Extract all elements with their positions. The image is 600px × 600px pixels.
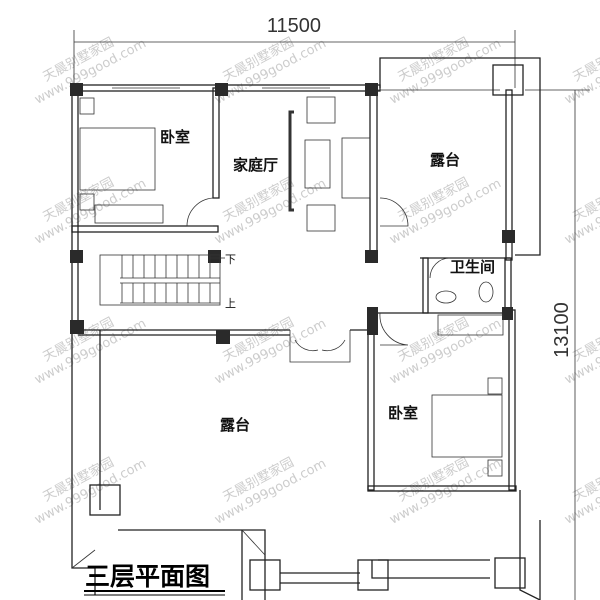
stair-up-label: 上: [225, 297, 236, 310]
watermark: 天晨别墅家园www.999good.com: [24, 161, 148, 247]
watermark: 天晨别墅家园www.999good.com: [24, 301, 148, 387]
dimension-depth: 13100: [525, 89, 590, 600]
watermark: 天晨别墅家园www.999good.com: [554, 441, 600, 527]
watermark: 天晨别墅家园www.999good.com: [379, 21, 503, 107]
stair-down-label: 下: [225, 253, 236, 266]
room-label-bedroom-top: 卧室: [160, 128, 190, 146]
doors: [186, 197, 451, 352]
watermark: 天晨别墅家园www.999good.com: [554, 161, 600, 247]
watermark: 天晨别墅家园www.999good.com: [379, 301, 503, 387]
room-label-bedroom-bottom: 卧室: [388, 404, 418, 422]
watermark: 天晨别墅家园www.999good.com: [204, 301, 328, 387]
plan-title: 三层平面图: [85, 562, 210, 591]
watermark: 天晨别墅家园www.999good.com: [24, 441, 148, 527]
room-label-bathroom: 卫生间: [450, 258, 495, 276]
watermark: 天晨别墅家园www.999good.com: [204, 161, 328, 247]
furniture: [79, 96, 504, 477]
depth-dimension-label: 13100: [551, 302, 573, 358]
staircase: [99, 254, 225, 306]
watermark: 天晨别墅家园www.999good.com: [554, 21, 600, 107]
room-label-terrace-right: 露台: [430, 151, 460, 169]
watermark: 天晨别墅家园www.999good.com: [204, 441, 328, 527]
columns: [70, 64, 526, 591]
room-label-terrace-main: 露台: [220, 416, 250, 434]
watermark: 天晨别墅家园www.999good.com: [24, 21, 148, 107]
width-dimension-label: 11500: [267, 15, 321, 37]
watermark: 天晨别墅家园www.999good.com: [379, 441, 503, 527]
room-label-family-hall: 家庭厅: [233, 156, 278, 174]
dimension-width: 11500: [73, 15, 516, 88]
